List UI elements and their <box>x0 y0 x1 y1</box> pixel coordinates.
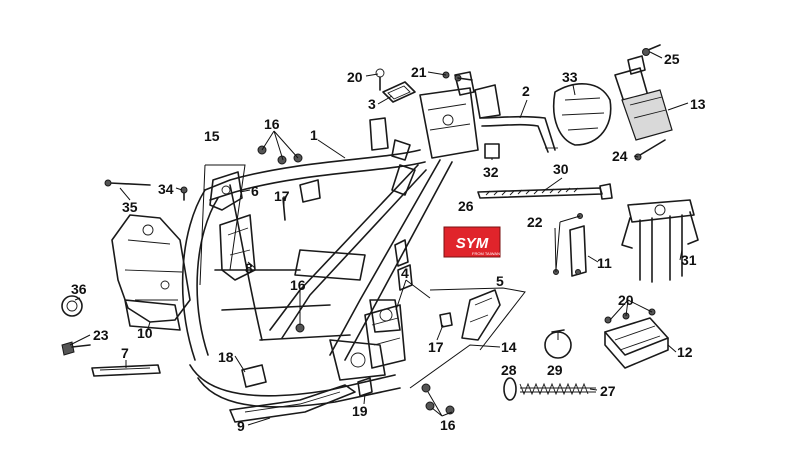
clip-19[interactable] <box>357 377 373 397</box>
cable-tie-30[interactable] <box>477 183 613 200</box>
bolt-23[interactable] <box>61 341 91 356</box>
callout-1: 1 <box>310 127 318 143</box>
callout-33: 33 <box>562 69 578 85</box>
callout-20-top: 20 <box>347 69 363 85</box>
callout-34: 34 <box>158 181 174 197</box>
callout-14: 14 <box>501 339 517 355</box>
callout-4: 4 <box>401 265 409 281</box>
bolt-20[interactable] <box>375 68 385 91</box>
bolt-21[interactable] <box>442 71 473 82</box>
bracket-18[interactable] <box>241 364 267 388</box>
ring-28[interactable] <box>503 377 517 401</box>
callout-26: 26 <box>458 198 474 214</box>
callout-labels: 1 2 3 4 5 6 7 8 9 10 11 12 13 14 15 16 1… <box>71 51 706 434</box>
callout-17-top: 17 <box>274 188 290 204</box>
bolt-24[interactable] <box>634 139 666 161</box>
strip-7[interactable] <box>91 364 161 377</box>
callout-16-mid: 16 <box>290 277 306 293</box>
callout-17-bottom: 17 <box>428 339 444 355</box>
callout-7: 7 <box>121 345 129 361</box>
bracket-14[interactable] <box>364 304 406 369</box>
callout-27: 27 <box>600 383 616 399</box>
battery-bracket-12[interactable] <box>604 308 669 369</box>
callout-29: 29 <box>547 362 563 378</box>
sym-badge[interactable]: SYM FROM TAIWAN <box>443 226 501 258</box>
callout-24: 24 <box>612 148 628 164</box>
bolt-25[interactable] <box>642 44 661 56</box>
callout-23: 23 <box>93 327 109 343</box>
callout-16-top: 16 <box>264 116 280 132</box>
callout-21: 21 <box>411 64 427 80</box>
callout-6: 6 <box>251 183 259 199</box>
callout-12: 12 <box>677 344 693 360</box>
badge-brand: SYM <box>456 235 489 252</box>
plate-6[interactable] <box>209 171 243 211</box>
bolt-35[interactable] <box>104 179 151 187</box>
callout-22: 22 <box>527 214 543 230</box>
callout-25: 25 <box>664 51 680 67</box>
callout-10: 10 <box>137 325 153 341</box>
callout-3: 3 <box>368 96 376 112</box>
callout-30: 30 <box>553 161 569 177</box>
callout-11: 11 <box>597 255 612 271</box>
callout-2: 2 <box>522 83 530 99</box>
main-frame[interactable] <box>181 71 501 408</box>
callout-18: 18 <box>218 349 234 365</box>
callout-35: 35 <box>122 199 138 215</box>
front-pipe[interactable] <box>479 115 558 153</box>
bracket-8[interactable] <box>219 214 256 281</box>
callout-8: 8 <box>245 260 253 276</box>
screws-22[interactable] <box>554 227 557 273</box>
washer-36[interactable] <box>61 295 83 317</box>
callout-15: 15 <box>204 128 220 144</box>
callout-36: 36 <box>71 281 87 297</box>
callout-31: 31 <box>681 252 697 268</box>
badge-subtext: FROM TAIWAN <box>472 251 500 256</box>
cover-plate[interactable] <box>382 81 416 103</box>
under-cover-9[interactable] <box>229 384 356 423</box>
rear-bracket-10[interactable] <box>111 214 191 331</box>
callout-16-bottom: 16 <box>440 417 456 433</box>
leader-lines <box>69 51 689 426</box>
shield-33[interactable] <box>552 83 612 146</box>
bracket-5[interactable] <box>461 289 501 341</box>
callout-32: 32 <box>483 164 499 180</box>
spring-27[interactable] <box>519 382 596 396</box>
bracket-31[interactable] <box>621 199 699 283</box>
callout-9: 9 <box>237 418 245 434</box>
callout-28: 28 <box>501 362 517 378</box>
callout-20-right: 20 <box>618 292 634 308</box>
callout-5: 5 <box>496 273 504 289</box>
plate-32[interactable] <box>484 143 500 159</box>
callout-19: 19 <box>352 403 368 419</box>
actuator-13[interactable] <box>614 55 673 141</box>
bolt-34[interactable] <box>180 186 188 201</box>
callout-13: 13 <box>690 96 706 112</box>
